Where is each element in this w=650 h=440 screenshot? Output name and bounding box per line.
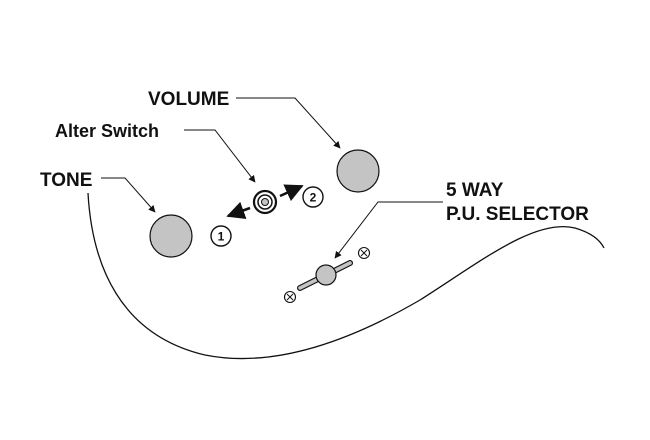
body-outline	[87, 192, 605, 360]
pickup-selector-switch[interactable]	[297, 260, 353, 291]
alter-switch-leader	[184, 129, 256, 183]
position-2-marker: 2	[302, 186, 324, 208]
selector-label-line2: P.U. SELECTOR	[446, 204, 589, 225]
position-1-number: 1	[218, 230, 225, 244]
selector-tip	[315, 264, 337, 286]
position-2-number: 2	[310, 191, 317, 205]
position-1-marker: 1	[210, 225, 232, 247]
tone-label: TONE	[40, 170, 92, 191]
arrow-position-1	[226, 201, 251, 219]
selector-screw-left	[283, 290, 297, 304]
volume-leader	[236, 97, 341, 149]
selector-screw-right	[357, 246, 371, 260]
volume-label: VOLUME	[148, 89, 229, 110]
alter-switch-label: Alter Switch	[55, 121, 159, 141]
selector-leader	[334, 201, 443, 259]
alter-switch[interactable]	[252, 189, 278, 215]
tone-knob[interactable]	[149, 214, 193, 258]
selector-label-line1: 5 WAY	[446, 180, 504, 201]
volume-knob[interactable]	[336, 149, 380, 193]
tone-leader	[101, 177, 156, 213]
arrow-position-2	[279, 184, 304, 202]
